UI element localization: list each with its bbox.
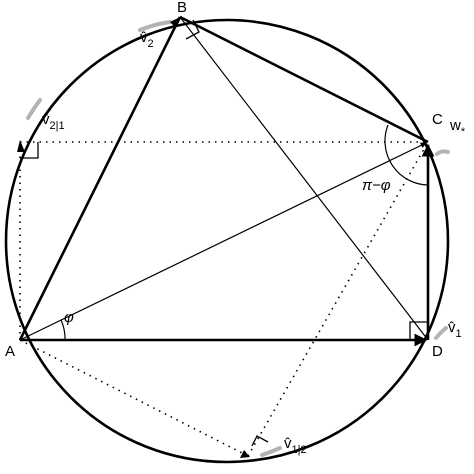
angle-arc-pi-minus-phi [384, 124, 429, 186]
label-v2: v̂2 [140, 29, 154, 50]
angle-arcs [60, 124, 429, 341]
label-w-star: w* [449, 117, 466, 138]
label-v1: v̂1 [448, 319, 462, 340]
w-star-sub: * [461, 126, 466, 138]
quadrilateral [18, 15, 429, 341]
right-angle-markers [20, 19, 428, 447]
point-label-A: A [5, 343, 15, 360]
label-v12: v̂1|2 [284, 435, 307, 456]
point-label-B: B [177, 0, 187, 16]
angle-label-pi-minus-phi: π−φ [362, 177, 391, 194]
v2-base: v̂ [140, 29, 148, 46]
highlight-arc-v2 [138, 20, 172, 32]
v21-base: v̂ [42, 111, 50, 128]
highlight-arcs [26, 20, 450, 457]
right-angle-v21 [20, 142, 39, 159]
right-angle-D [409, 321, 428, 340]
highlight-arc-w-star [435, 149, 450, 156]
v12-base: v̂ [284, 435, 292, 452]
right-angle-B [185, 19, 200, 40]
side-B-C [179, 15, 429, 144]
arrowhead-v2 [170, 16, 182, 28]
angle-label-phi: φ [64, 309, 74, 326]
arrowhead-v12 [240, 450, 250, 458]
right-angle-v12 [251, 435, 269, 447]
projection-lines [19, 141, 429, 457]
v12-sub: 1|2 [292, 444, 307, 456]
highlight-arc-v21 [26, 98, 42, 120]
dotted-line-A-to-v12 [19, 339, 249, 457]
arrowhead-v21 [17, 140, 25, 152]
arrow-w-star [19, 142, 427, 341]
label-v21: v̂2|1 [42, 111, 65, 132]
v1-base: v̂ [448, 319, 456, 336]
side-A-B [18, 16, 182, 341]
point-label-D: D [432, 343, 443, 360]
angle-arc-phi [60, 319, 66, 341]
v21-sub: 2|1 [50, 120, 65, 132]
point-label-C: C [432, 111, 443, 128]
highlight-arc-v12 [260, 446, 282, 457]
v2-sub: 2 [148, 38, 154, 50]
diagonal-B-D [179, 16, 429, 341]
dotted-line-v12-to-C [247, 141, 429, 457]
v1-sub: 1 [456, 328, 462, 340]
highlight-arc-v1 [434, 326, 448, 340]
circumcircle [4, 18, 450, 464]
w-star-base: w [449, 117, 461, 134]
